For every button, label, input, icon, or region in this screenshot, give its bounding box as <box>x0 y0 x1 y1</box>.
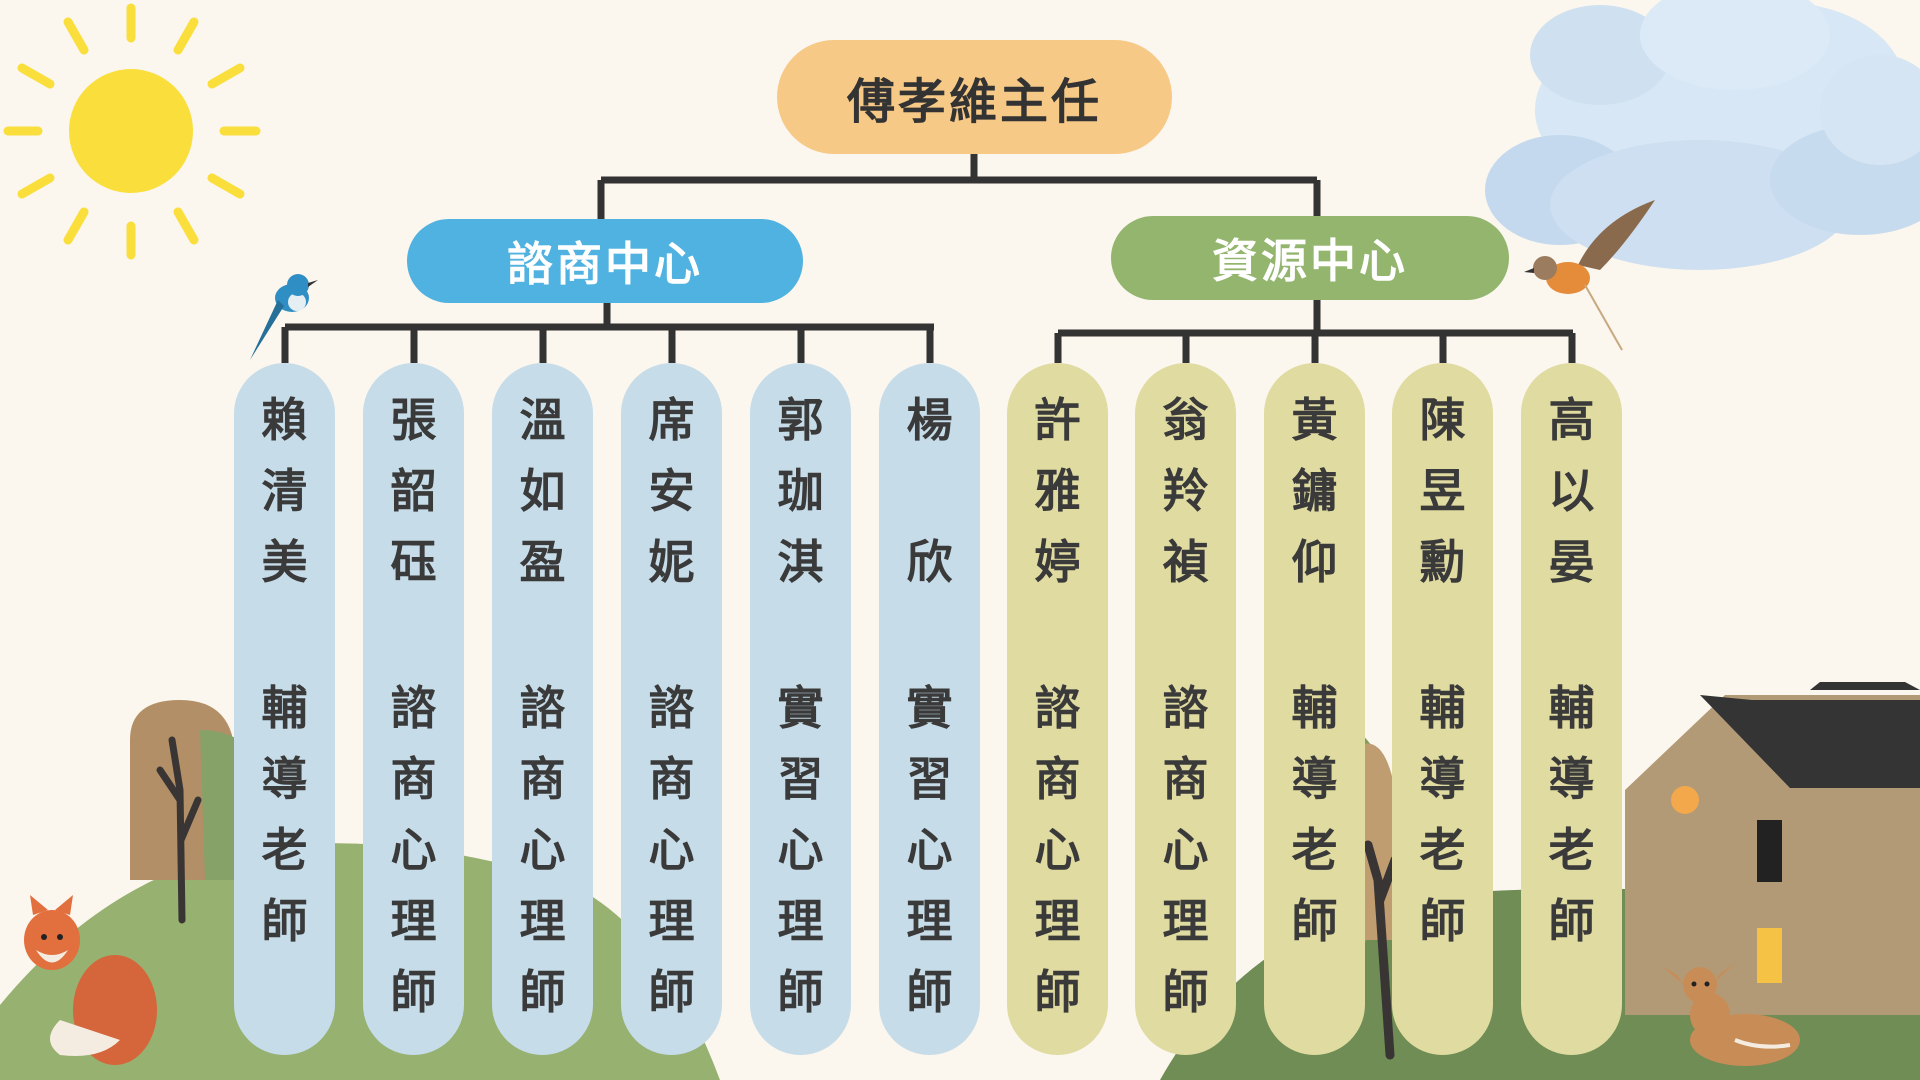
staff-name: 黃鏞仰 <box>1291 393 1338 589</box>
staff-card: 溫如盈諮商心理師 <box>492 363 593 1055</box>
staff-name: 賴清美 <box>261 393 308 589</box>
department-counseling-node: 諮商中心 <box>407 219 803 303</box>
staff-title: 輔導老師 <box>1548 681 1595 948</box>
staff-card: 賴清美輔導老師 <box>234 363 335 1055</box>
tree-icon <box>130 700 1400 1060</box>
connector-lines <box>281 154 1576 363</box>
staff-title: 輔導老師 <box>1419 681 1466 948</box>
staff-name: 楊 欣 <box>906 393 953 589</box>
staff-card: 楊 欣實習心理師 <box>879 363 980 1055</box>
staff-card: 黃鏞仰輔導老師 <box>1264 363 1365 1055</box>
house-icon <box>1625 682 1920 1015</box>
deer-icon <box>1662 963 1800 1066</box>
staff-title: 輔導老師 <box>1291 681 1338 948</box>
staff-card: 張韶砡諮商心理師 <box>363 363 464 1055</box>
fox-icon <box>24 895 157 1065</box>
staff-name: 張韶砡 <box>390 393 437 589</box>
staff-title: 實習心理師 <box>906 681 953 1019</box>
bluebird-icon <box>250 274 318 360</box>
staff-card: 席安妮諮商心理師 <box>621 363 722 1055</box>
staff-card: 高以晏輔導老師 <box>1521 363 1622 1055</box>
staff-name: 郭珈淇 <box>777 393 824 589</box>
staff-name: 許雅婷 <box>1034 393 1081 589</box>
robin-icon <box>1524 200 1655 351</box>
staff-card: 陳昱勳輔導老師 <box>1392 363 1493 1055</box>
director-label: 傅孝維主任 <box>846 74 1102 130</box>
staff-title: 諮商心理師 <box>648 681 695 1019</box>
staff-title: 實習心理師 <box>777 681 824 1019</box>
staff-card: 翁羚禎諮商心理師 <box>1135 363 1236 1055</box>
cloud-icon <box>1485 0 1920 270</box>
sun-icon <box>3 3 261 260</box>
staff-title: 諮商心理師 <box>1162 681 1209 1019</box>
staff-title: 諮商心理師 <box>1034 681 1081 1019</box>
staff-title: 輔導老師 <box>261 681 308 948</box>
staff-title: 諮商心理師 <box>390 681 437 1019</box>
staff-name: 翁羚禎 <box>1162 393 1209 589</box>
department-resource-node: 資源中心 <box>1111 216 1509 300</box>
department-label: 諮商中心 <box>507 237 703 291</box>
staff-card: 許雅婷諮商心理師 <box>1007 363 1108 1055</box>
staff-title: 諮商心理師 <box>519 681 566 1019</box>
staff-card: 郭珈淇實習心理師 <box>750 363 851 1055</box>
director-node: 傅孝維主任 <box>777 40 1172 154</box>
staff-name: 席安妮 <box>648 393 695 589</box>
staff-name: 陳昱勳 <box>1419 393 1466 589</box>
staff-name: 溫如盈 <box>519 393 566 589</box>
department-label: 資源中心 <box>1212 234 1408 288</box>
staff-name: 高以晏 <box>1548 393 1595 589</box>
